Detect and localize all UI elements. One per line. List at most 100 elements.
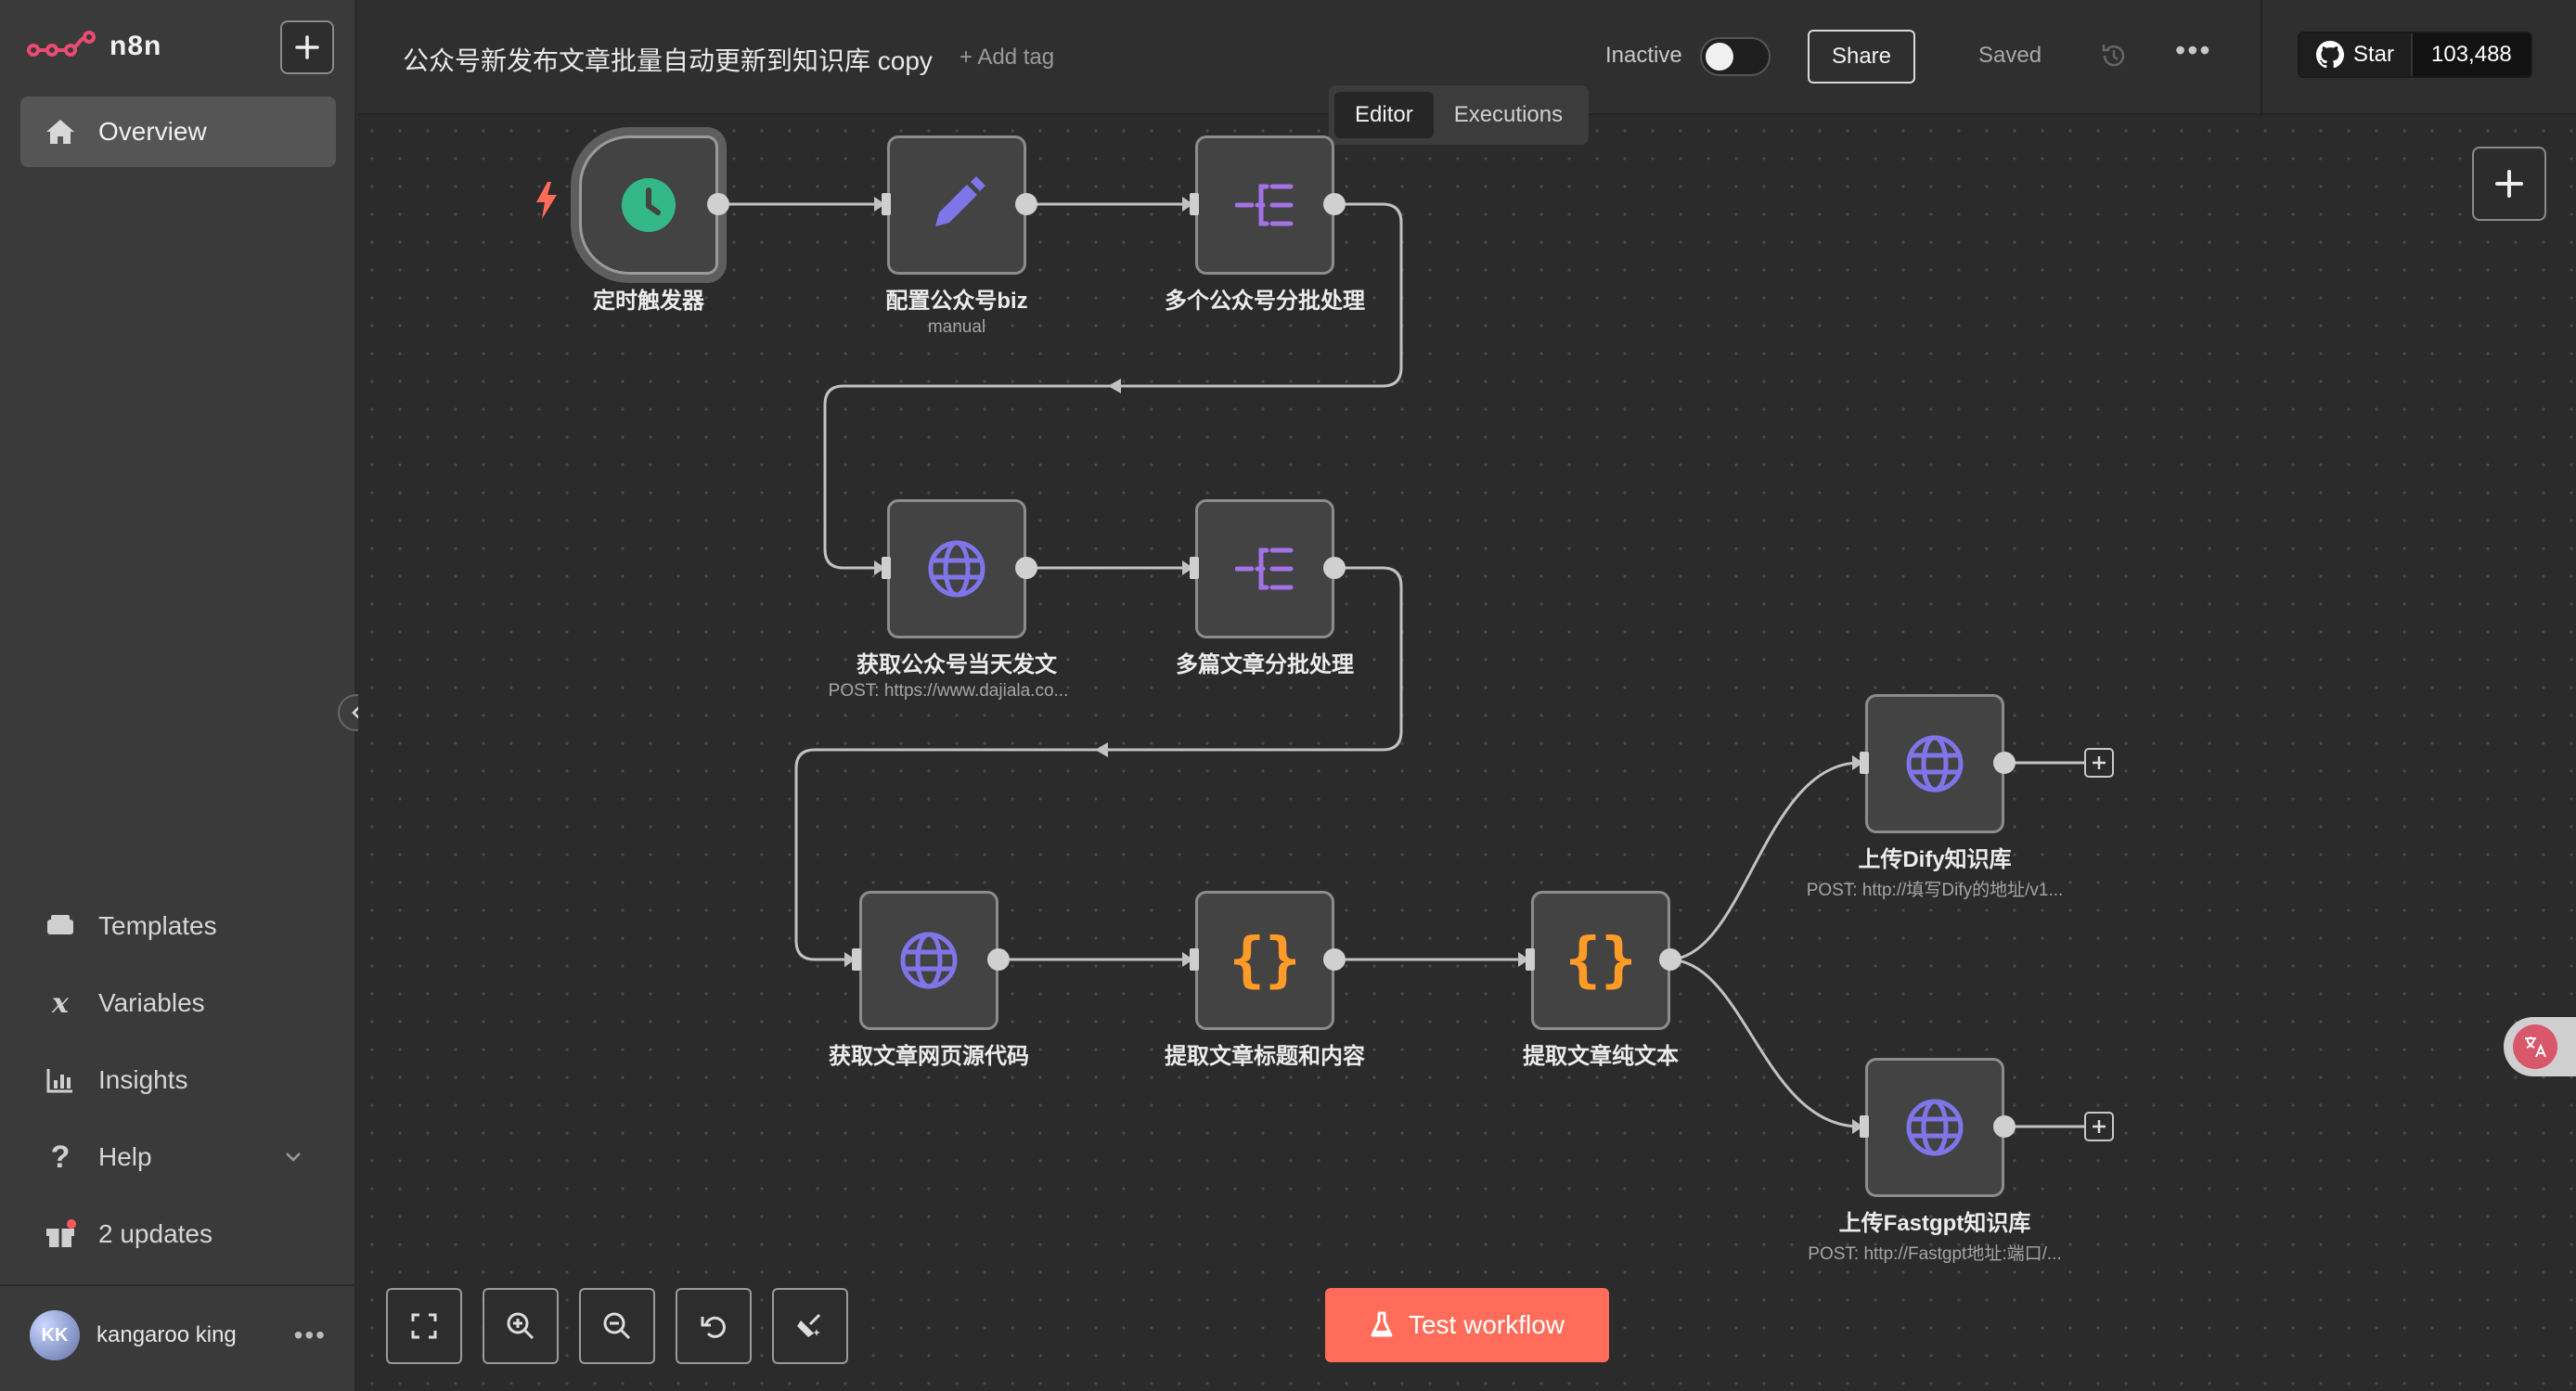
output-port[interactable]: [1323, 557, 1346, 579]
app-name: n8n: [109, 31, 162, 61]
pencil-icon: [935, 176, 985, 226]
output-port[interactable]: [1993, 752, 2016, 774]
workflow-title[interactable]: 公众号新发布文章批量自动更新到知识库 copy: [403, 46, 933, 75]
input-port[interactable]: [1190, 557, 1199, 579]
n8n-logo[interactable]: n8n: [26, 28, 161, 65]
node-http-dify-upload[interactable]: [1865, 694, 2004, 833]
node-label: 配置公众号biz: [885, 289, 1028, 314]
gift-icon: [43, 1217, 78, 1252]
node-split-batches-articles[interactable]: [1195, 499, 1334, 638]
home-icon: [43, 114, 78, 149]
add-next-node-button[interactable]: [2084, 748, 2114, 778]
add-node-button[interactable]: [2472, 147, 2546, 221]
tidy-up-button[interactable]: [772, 1288, 848, 1364]
status-label: Inactive: [1605, 43, 1682, 68]
input-port[interactable]: [1190, 948, 1199, 971]
output-port[interactable]: [1993, 1115, 2016, 1138]
sidebar-item-label: 2 updates: [98, 1219, 213, 1248]
input-port[interactable]: [1860, 1115, 1869, 1138]
lightning-icon: [536, 182, 557, 219]
globe-icon: [900, 932, 958, 989]
translate-widget[interactable]: [2504, 1017, 2576, 1076]
node-label: 获取文章网页源代码: [829, 1044, 1029, 1069]
sidebar-item-overview[interactable]: Overview: [20, 97, 336, 167]
insights-icon: [43, 1063, 78, 1098]
test-workflow-label: Test workflow: [1408, 1310, 1565, 1339]
sidebar-item-insights[interactable]: Insights: [20, 1045, 336, 1115]
node-label: 多篇文章分批处理: [1176, 652, 1354, 677]
node-http-get-source[interactable]: [859, 891, 998, 1030]
github-icon: [2316, 41, 2344, 69]
node-split-batches-accounts[interactable]: [1195, 135, 1334, 275]
plus-icon: [2093, 756, 2106, 769]
sidebar-item-help[interactable]: ? Help: [20, 1122, 336, 1192]
split-batches-icon: [1235, 547, 1294, 590]
output-port[interactable]: [1659, 948, 1681, 971]
sidebar-item-variables[interactable]: x Variables: [20, 968, 336, 1038]
add-tag-link[interactable]: + Add tag: [960, 45, 1055, 70]
create-button[interactable]: [280, 20, 334, 74]
input-port[interactable]: [1526, 948, 1535, 971]
plus-icon: [2495, 170, 2523, 198]
variables-icon: x: [52, 986, 69, 1020]
github-star-button[interactable]: Star 103,488: [2298, 32, 2532, 78]
active-toggle[interactable]: [1700, 37, 1771, 76]
node-label: 定时触发器: [593, 289, 704, 314]
templates-icon: [43, 908, 78, 944]
reset-zoom-button[interactable]: [676, 1288, 752, 1364]
view-tabs: Editor Executions: [1329, 85, 1590, 145]
output-port[interactable]: [1015, 557, 1037, 579]
chevron-down-icon: [286, 1153, 301, 1162]
zoom-to-fit-button[interactable]: [386, 1288, 462, 1364]
user-menu[interactable]: KK kangaroo king •••: [30, 1310, 327, 1360]
node-label: 获取公众号当天发文: [857, 652, 1057, 677]
history-icon[interactable]: [2097, 39, 2131, 72]
globe-icon: [1906, 1099, 1964, 1156]
node-label: 提取文章标题和内容: [1165, 1044, 1365, 1069]
globe-icon: [1906, 735, 1964, 792]
node-code-plain-text[interactable]: {}: [1531, 891, 1670, 1030]
sidebar-item-label: Insights: [98, 1065, 188, 1094]
zoom-out-button[interactable]: [579, 1288, 655, 1364]
sidebar-item-updates[interactable]: 2 updates: [20, 1199, 336, 1269]
more-options-icon[interactable]: •••: [2175, 33, 2212, 67]
user-name: kangaroo king: [97, 1322, 237, 1347]
zoom-in-button[interactable]: [483, 1288, 559, 1364]
n8n-logo-icon: [27, 31, 96, 57]
input-port[interactable]: [1860, 752, 1869, 774]
sidebar-item-label: Variables: [98, 988, 205, 1017]
more-icon[interactable]: •••: [293, 1320, 327, 1349]
node-set-biz[interactable]: [887, 135, 1026, 275]
tab-editor[interactable]: Editor: [1334, 92, 1434, 138]
node-label: 多个公众号分批处理: [1165, 289, 1365, 314]
sidebar-item-templates[interactable]: Templates: [20, 891, 336, 961]
workflow-canvas[interactable]: [358, 117, 2576, 1391]
chevron-left-icon: [352, 706, 360, 719]
input-port[interactable]: [882, 557, 891, 579]
header-divider: [2260, 0, 2262, 115]
share-button[interactable]: Share: [1808, 30, 1915, 84]
output-port[interactable]: [1015, 193, 1037, 215]
node-schedule-trigger[interactable]: [579, 135, 718, 275]
undo-icon: [701, 1316, 726, 1338]
input-port[interactable]: [1190, 193, 1199, 215]
output-port[interactable]: [1323, 948, 1346, 971]
output-port[interactable]: [707, 193, 729, 215]
clock-icon: [622, 178, 676, 232]
node-subtitle: POST: https://www.dajiala.co...: [828, 681, 1069, 701]
output-port[interactable]: [987, 948, 1010, 971]
sidebar: n8n Overview Templates x Variables Insig…: [0, 0, 356, 1391]
test-workflow-button[interactable]: Test workflow: [1325, 1288, 1609, 1362]
broom-icon: [797, 1313, 821, 1337]
github-star-count: 103,488: [2411, 33, 2531, 76]
input-port[interactable]: [882, 193, 891, 215]
node-http-fastgpt-upload[interactable]: [1865, 1058, 2004, 1197]
output-port[interactable]: [1323, 193, 1346, 215]
plus-icon: [2093, 1120, 2106, 1133]
input-port[interactable]: [852, 948, 861, 971]
node-code-extract-title[interactable]: {}: [1195, 891, 1334, 1030]
tab-executions[interactable]: Executions: [1453, 102, 1564, 127]
add-next-node-button[interactable]: [2084, 1112, 2114, 1141]
node-http-get-articles[interactable]: [887, 499, 1026, 638]
flask-icon: [1371, 1311, 1393, 1337]
